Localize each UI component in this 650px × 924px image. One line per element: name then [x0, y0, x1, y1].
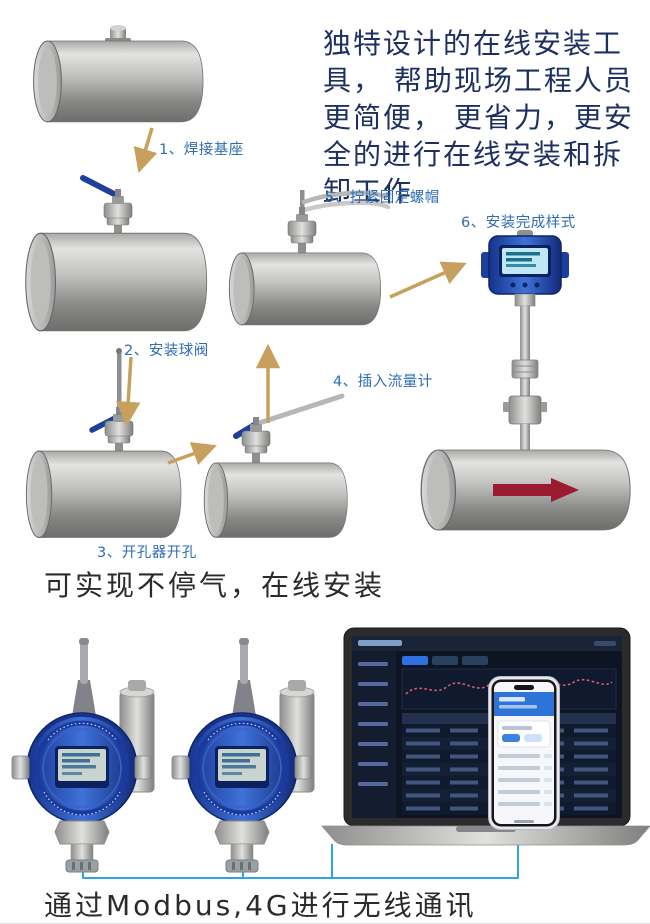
phone-notch: [514, 685, 534, 690]
illustration-detector-1: [10, 638, 165, 873]
step-label-2: 2、安装球阀: [124, 343, 209, 359]
app-header: [494, 692, 554, 716]
step-label-1: 1、焊接基座: [159, 142, 244, 158]
illustration-step4-insert-meter: [203, 393, 348, 538]
valve-handle-blue: [80, 175, 121, 199]
illustration-step6-complete-meter: [420, 230, 631, 531]
step-label-4: 4、插入流量计: [333, 374, 433, 390]
arrow-step1: [133, 127, 158, 174]
step-label-5: 5、拧紧固定螺帽: [325, 190, 440, 206]
illustration-step5-tighten-nut: [228, 190, 391, 326]
intro-text: 独特设计的在线安装工具， 帮助现场工程人员更简便， 更省力，更安全的进行在线安装…: [323, 27, 634, 208]
step-label-6: 6、安装完成样式: [461, 215, 576, 231]
step-label-3: 3、开孔器开孔: [97, 545, 197, 561]
caption-wireless: 通过Modbus,4G进行无线通讯: [44, 889, 477, 922]
illustration-step2-ball-valve: [25, 175, 208, 332]
illustration-laptop-dashboard: [321, 627, 650, 846]
illustration-step1-weld-base: [33, 25, 204, 123]
illustration-step3-hole-opener: [25, 348, 182, 539]
illustration-phone-app: [488, 676, 560, 830]
caption-online-install: 可实现不停气，在线安装: [44, 569, 386, 602]
illustration-detector-2: [170, 638, 325, 873]
home-indicator: [514, 820, 534, 823]
